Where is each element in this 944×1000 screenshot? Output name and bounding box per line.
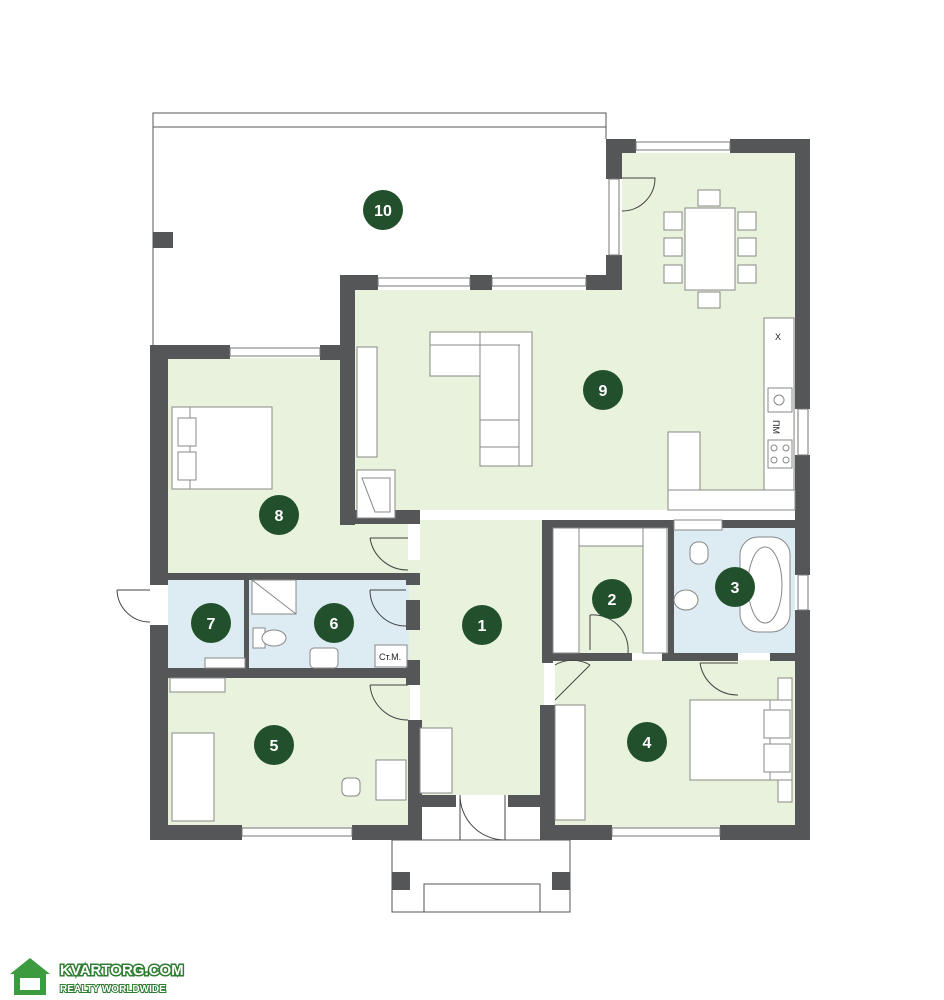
room-6-number: 6: [330, 616, 339, 633]
room-9-number: 9: [599, 383, 608, 400]
room-3-number: 3: [731, 580, 740, 597]
room-3-marker: 3: [715, 567, 755, 607]
room-5-number: 5: [270, 738, 279, 755]
room-10-number: 10: [374, 203, 392, 220]
room-7-marker: 7: [191, 603, 231, 643]
room-1-marker: 1: [462, 605, 502, 645]
dishwasher-label: ПМ: [771, 420, 781, 434]
laundry-label: Ст.М.: [379, 652, 401, 662]
room-2-number: 2: [608, 592, 617, 609]
room-9-marker: 9: [583, 370, 623, 410]
room-8-marker: 8: [259, 495, 299, 535]
entrance-porch: [391, 839, 571, 913]
room-1-number: 1: [478, 618, 487, 635]
watermark: KVARTORG.COM REALTY WORLDWIDE: [10, 958, 185, 996]
room-7-number: 7: [207, 616, 216, 633]
windows: [153, 141, 809, 837]
room-5-marker: 5: [254, 725, 294, 765]
room-4-marker: 4: [627, 722, 667, 762]
room-8-number: 8: [275, 508, 284, 525]
house-logo-icon: [10, 958, 50, 995]
room-6-marker: 6: [314, 603, 354, 643]
doors: [116, 177, 739, 841]
walls: [150, 139, 810, 890]
watermark-title: KVARTORG.COM: [60, 962, 184, 979]
room-10-marker: 10: [363, 190, 403, 230]
room-2-marker: 2: [592, 579, 632, 619]
watermark-subtitle: REALTY WORLDWIDE: [60, 984, 166, 995]
terrace-area: [152, 112, 607, 345]
room-4-number: 4: [643, 735, 652, 752]
fridge-label: Х: [775, 332, 781, 342]
